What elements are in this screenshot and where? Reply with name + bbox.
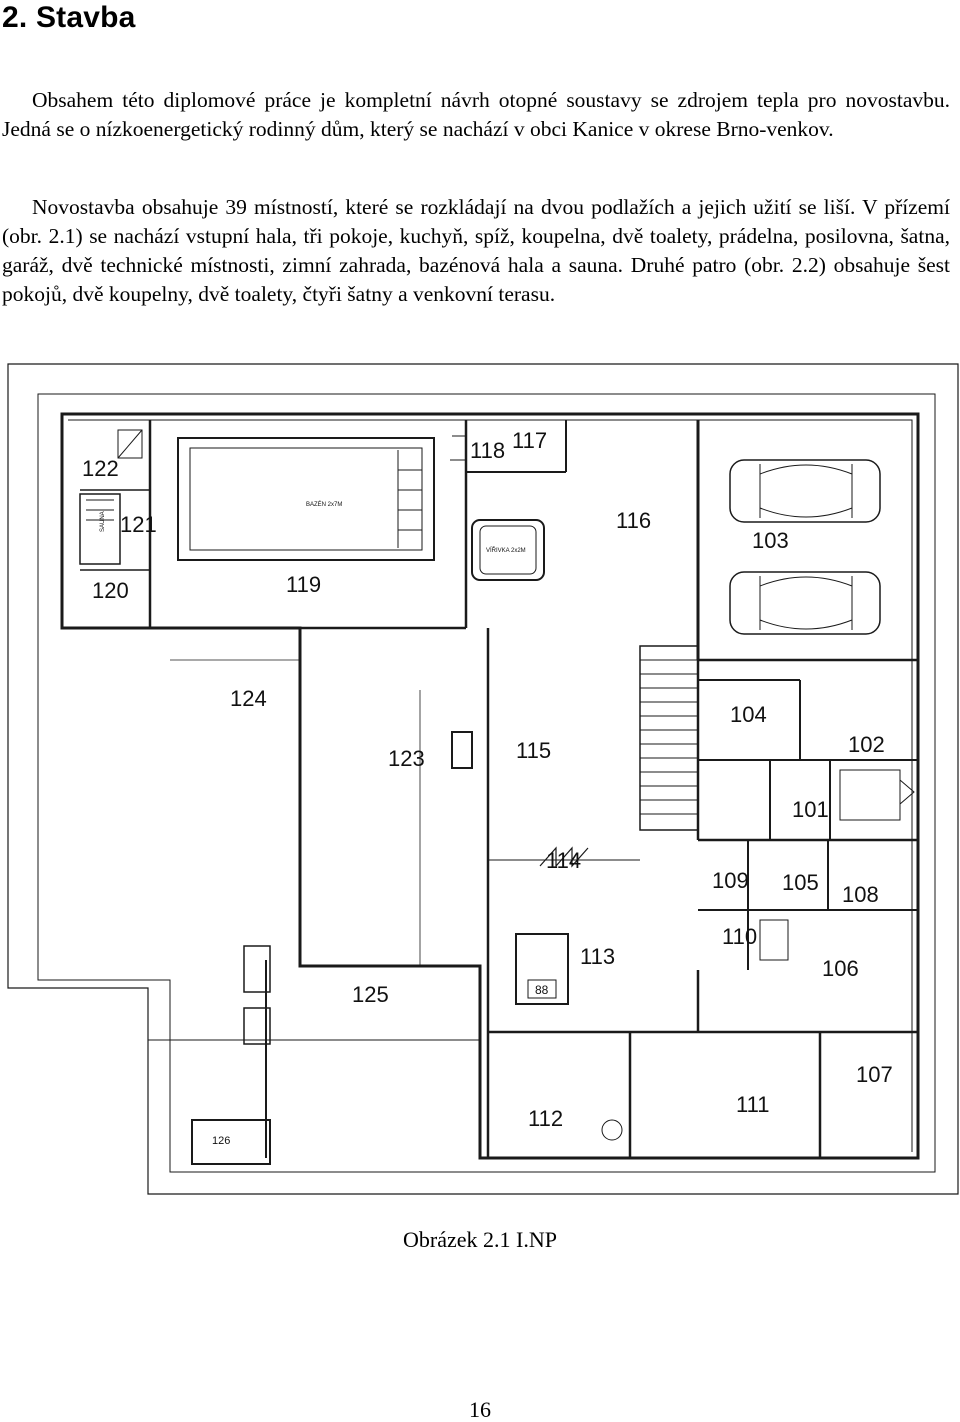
room-label-125: 125 xyxy=(352,982,389,1007)
room-label-103: 103 xyxy=(752,528,789,553)
room-label-108: 108 xyxy=(842,882,879,907)
room-label-109: 109 xyxy=(712,868,749,893)
section-heading: 2. Stavba xyxy=(2,1,136,34)
room-label-116: 116 xyxy=(616,508,651,533)
site-outline xyxy=(7,363,959,1195)
figure-caption: Obrázek 2.1 I.NP xyxy=(403,1227,557,1252)
terrace-outline xyxy=(37,393,936,1173)
room-label-106: 106 xyxy=(822,956,859,981)
room-label-112: 112 xyxy=(528,1106,563,1131)
car-1 xyxy=(729,459,881,523)
room-label-117: 117 xyxy=(512,428,547,453)
whirlpool xyxy=(471,519,545,581)
staircase xyxy=(639,645,699,831)
room-label-105: 105 xyxy=(782,870,819,895)
room-label-122: 122 xyxy=(82,456,119,481)
hob-annotation: 88 xyxy=(535,983,549,997)
kitchen-island xyxy=(515,933,569,1005)
toilet-126 xyxy=(191,1119,271,1165)
room-label-120: 120 xyxy=(92,578,129,603)
room-label-119: 119 xyxy=(286,572,321,597)
room-label-113: 113 xyxy=(580,944,615,969)
page-number: 16 xyxy=(469,1397,491,1422)
paragraph-rooms: Novostavba obsahuje 39 místností, které … xyxy=(2,195,950,306)
paragraph-intro: Obsahem této diplomové práce je kompletn… xyxy=(2,88,950,141)
car-2 xyxy=(729,571,881,635)
room-label-102: 102 xyxy=(848,732,885,757)
sauna-cabin xyxy=(79,493,121,565)
room-label-115: 115 xyxy=(516,738,551,763)
pool-annotation: BAZÉN 2x7M xyxy=(306,501,342,508)
sauna-annotation: SAUNA xyxy=(100,511,106,532)
room-label-121: 121 xyxy=(120,512,157,537)
room-label-126: 126 xyxy=(212,1135,230,1147)
floor-plan-drawing: 101 102 103 104 105 106 107 108 109 110 … xyxy=(7,363,959,1195)
room-label-110: 110 xyxy=(722,924,757,949)
room-label-107: 107 xyxy=(856,1062,893,1087)
pool xyxy=(177,437,435,561)
whirlpool-annotation: VÍŘIVKA 2x2M xyxy=(486,546,526,554)
room-label-114: 114 xyxy=(546,848,581,873)
room-label-101: 101 xyxy=(792,797,829,822)
room-label-104: 104 xyxy=(730,702,767,727)
floor-plan-figure: 101 102 103 104 105 106 107 108 109 110 … xyxy=(0,360,960,1200)
room-label-123: 123 xyxy=(388,746,425,771)
room-label-111: 111 xyxy=(736,1092,769,1117)
room-label-124: 124 xyxy=(230,686,267,711)
room-label-118: 118 xyxy=(470,438,505,463)
